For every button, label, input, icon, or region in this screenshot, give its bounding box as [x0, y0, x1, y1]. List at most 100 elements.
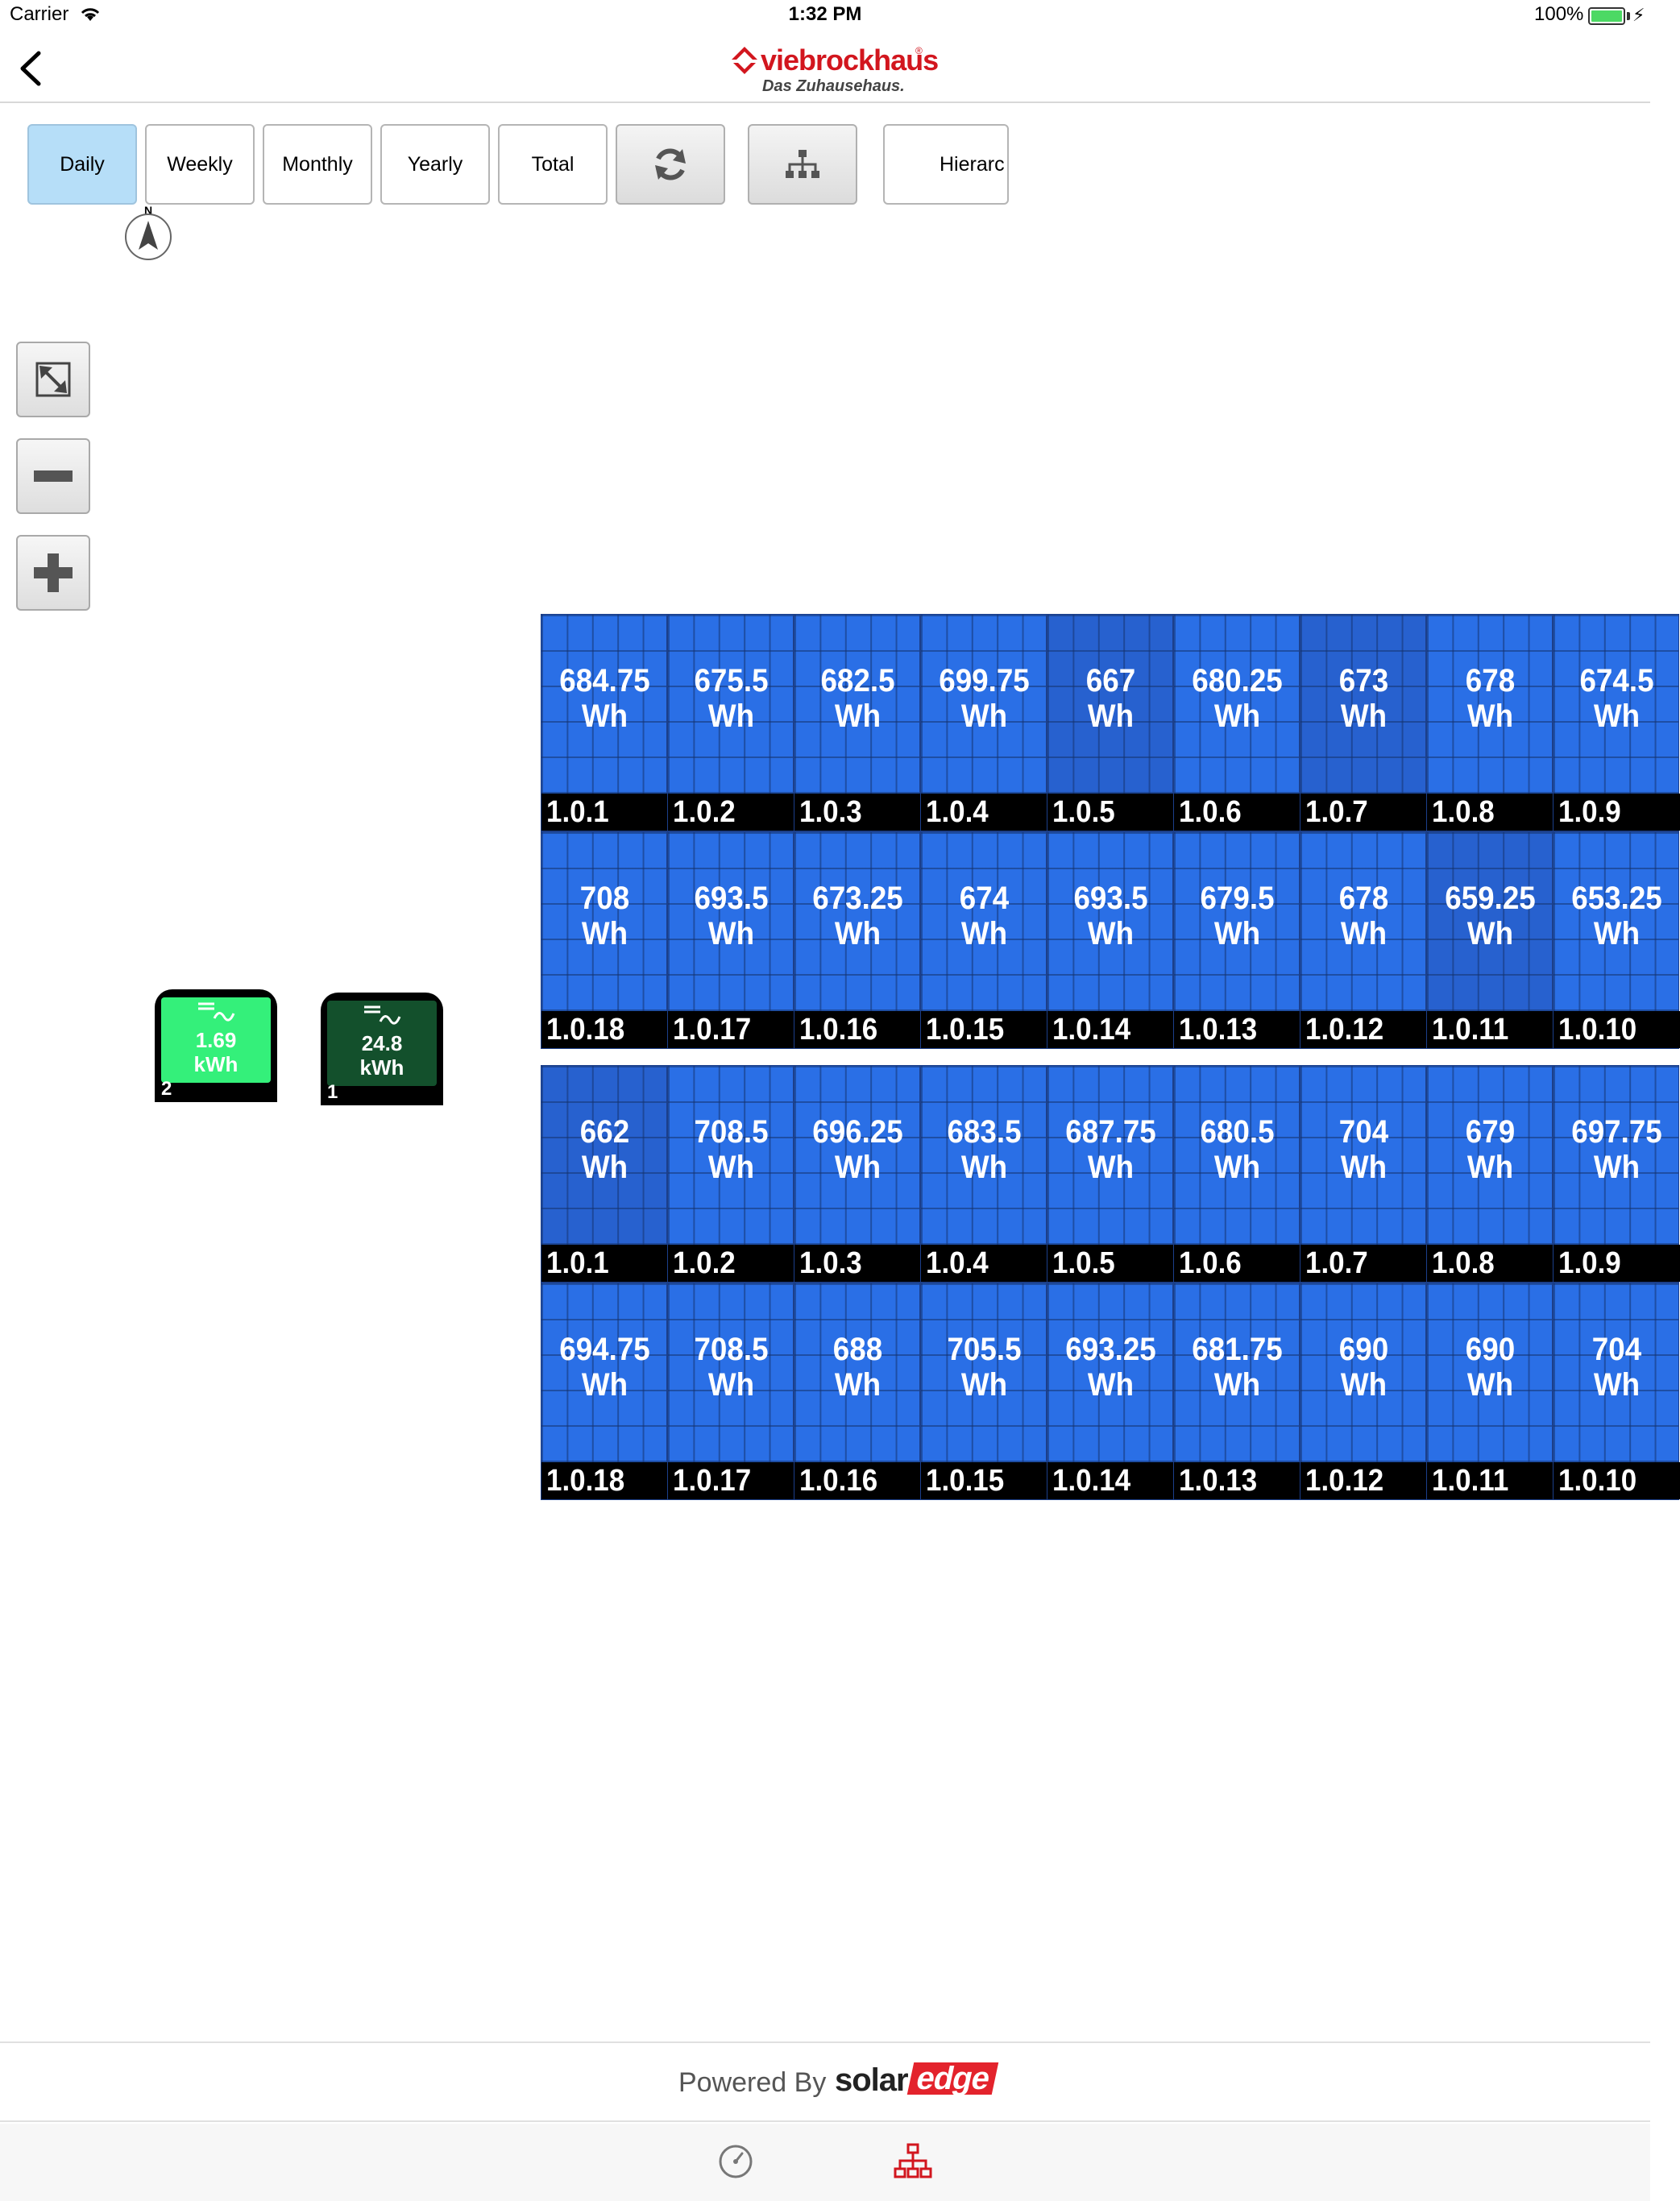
panel-energy-unit: Wh	[581, 916, 628, 951]
panel-id-label: 1.0.13	[1174, 1011, 1300, 1048]
charging-icon: ⚡	[1632, 5, 1645, 25]
weekly-button[interactable]: Weekly	[145, 124, 255, 205]
panel-id: 1.0.16	[799, 1464, 878, 1498]
panel-energy-value: 684.75	[559, 663, 650, 698]
registered-mark: ®	[915, 45, 923, 56]
panel-id-label: 1.0.1	[541, 1245, 668, 1282]
panel-energy-value: 683.5	[947, 1114, 1022, 1150]
site-layout-icon[interactable]	[893, 2141, 933, 2182]
dashboard-icon[interactable]	[716, 2141, 756, 2182]
panel-energy-unit: Wh	[1466, 698, 1514, 734]
inverter-2[interactable]: 1.69 kWh 2	[155, 984, 277, 1102]
panel-id-label: 1.0.16	[794, 1011, 921, 1048]
panel-id-label: 1.0.18	[541, 1462, 668, 1499]
minus-icon	[34, 470, 73, 482]
panel-energy-unit: Wh	[834, 1367, 881, 1403]
zoom-in-button[interactable]	[16, 535, 90, 611]
hierarchy-button[interactable]: Hierarc	[883, 124, 1009, 205]
zoom-out-button[interactable]	[16, 438, 90, 514]
layout-view-button[interactable]	[748, 124, 857, 205]
panel-id-label: 1.0.17	[668, 1462, 794, 1499]
total-button[interactable]: Total	[498, 124, 608, 205]
panel-id: 1.0.14	[1052, 1013, 1131, 1047]
panel-energy-value: 674	[959, 881, 1010, 916]
panel-id: 1.0.2	[673, 795, 736, 829]
panel-energy-unit: Wh	[581, 698, 628, 734]
inverter-1[interactable]: 24.8 kWh 1	[321, 988, 443, 1105]
status-bar: Carrier 1:32 PM 100% ⚡	[0, 0, 1650, 32]
navigation-bar: viebrockhaus ® Das Zuhausehaus.	[0, 32, 1650, 103]
panel-id-label: 1.0.5	[1047, 794, 1174, 831]
back-icon[interactable]	[15, 47, 47, 90]
panel-id-label: 1.0.6	[1174, 1245, 1300, 1282]
panel-id: 1.0.17	[673, 1464, 752, 1498]
panel-energy-value: 705.5	[947, 1332, 1022, 1367]
panel-id-label: 1.0.18	[541, 1011, 668, 1048]
panel-energy-value: 708.5	[694, 1114, 769, 1150]
panel-energy-unit: Wh	[1466, 1367, 1514, 1403]
panel-energy-value: 688	[832, 1332, 883, 1367]
fit-to-screen-button[interactable]	[16, 342, 90, 417]
panel-energy-unit: Wh	[1087, 1150, 1135, 1185]
daily-button[interactable]: Daily	[27, 124, 137, 205]
panel-id-label: 1.0.6	[1174, 794, 1300, 831]
panel-id: 1.0.8	[1432, 1246, 1495, 1280]
panel-energy-value: 699.75	[939, 663, 1030, 698]
panel-id: 1.0.16	[799, 1013, 878, 1047]
panel-energy-unit: Wh	[960, 698, 1008, 734]
panel-energy-unit: Wh	[581, 1367, 628, 1403]
monthly-button[interactable]: Monthly	[263, 124, 372, 205]
panel-id: 1.0.9	[1558, 795, 1621, 829]
panel-id-label: 1.0.2	[668, 794, 794, 831]
refresh-button[interactable]	[616, 124, 725, 205]
panel-energy-unit: Wh	[1340, 698, 1388, 734]
panel-id: 1.0.3	[799, 795, 862, 829]
battery-percent: 100%	[1534, 3, 1584, 25]
carrier-label: Carrier	[10, 3, 69, 25]
panel-id: 1.0.7	[1305, 795, 1368, 829]
hierarchy-label: Hierarc	[940, 153, 1005, 176]
yearly-button[interactable]: Yearly	[380, 124, 490, 205]
